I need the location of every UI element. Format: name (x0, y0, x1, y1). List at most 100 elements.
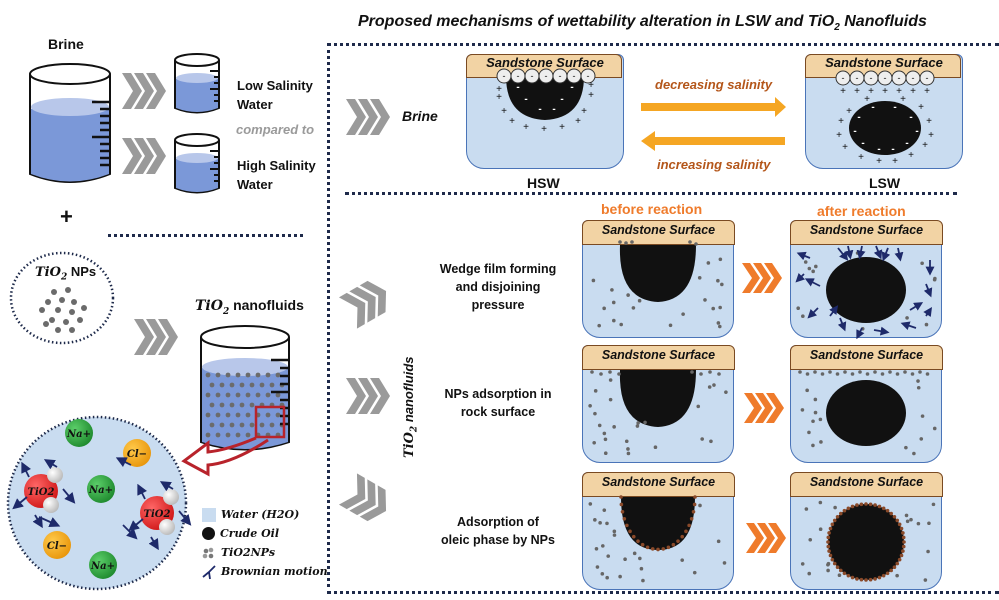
row-label-line: Wedge film forming (439, 262, 557, 276)
nanoparticle (225, 432, 231, 438)
adsorbed-nanoparticle (671, 542, 676, 547)
nanoparticle (605, 575, 609, 580)
nanoparticle (593, 411, 597, 416)
nanoparticle (209, 402, 215, 408)
charge-sign: - (853, 126, 856, 137)
nanoparticle (597, 423, 602, 428)
charge-sign: + (922, 140, 928, 151)
brownian-arrow (900, 321, 917, 330)
nanoparticle (81, 305, 87, 311)
chevron-right-icon (346, 378, 390, 414)
nanoparticle (692, 570, 697, 575)
nanoparticle (275, 372, 281, 378)
nanoparticle (803, 260, 808, 264)
nanoparticle (638, 556, 642, 561)
adsorbed-nanoparticle (925, 372, 930, 376)
adsorbed-nanoparticle (661, 547, 666, 551)
brownian-arrow (909, 302, 924, 311)
nanoparticle (630, 240, 634, 244)
adsorbed-nanoparticle (625, 523, 629, 528)
adsorbed-nanoparticle (691, 509, 696, 514)
nanoparticle (643, 420, 647, 425)
cell-graphic (795, 245, 937, 340)
nanoparticle (45, 299, 51, 305)
charge-sign: + (858, 152, 864, 163)
adsorbed-nanoparticle (620, 509, 625, 514)
arrow-left-icon (641, 131, 785, 151)
sandstone-surface (790, 220, 943, 245)
adsorbed-nanoparticle (835, 372, 840, 376)
nanoparticle (63, 319, 69, 325)
nanoparticle (603, 451, 608, 456)
adsorbed-nanoparticle (692, 502, 697, 507)
adsorbed-nanoparticle (877, 504, 882, 509)
nanoparticle (916, 385, 921, 390)
nanoparticle (807, 430, 811, 435)
adsorbed-nanoparticle (835, 515, 840, 519)
adsorbed-nanoparticle (687, 523, 691, 528)
brownian-arrow (795, 272, 806, 283)
charge-sign: - (552, 104, 555, 115)
sandstone-surface (582, 345, 735, 370)
nanoparticle (639, 566, 644, 571)
nanoparticle (796, 306, 800, 310)
adsorbed-nanoparticle (835, 565, 840, 569)
nanoparticle (205, 392, 211, 398)
adsorbed-nanoparticle (830, 557, 835, 562)
nanoparticle (245, 412, 251, 418)
nanoparticle (69, 309, 75, 315)
hsw-oil-droplet: -------------+++++++++++ (496, 68, 596, 135)
nanoparticle (77, 317, 83, 323)
chevron-right-icon (122, 138, 166, 174)
nanoparticle (833, 505, 837, 510)
brownian-arrow (21, 461, 32, 478)
adsorbed-nanoparticle (880, 372, 885, 376)
ion-label: Cl− (47, 541, 67, 552)
row-label-wedge-film: Wedge film forming and disjoining pressu… (428, 260, 568, 314)
plus-sign: + (60, 204, 73, 229)
adsorbed-nanoparticle (680, 534, 685, 539)
adsorbed-nanoparticle (676, 539, 680, 543)
adsorbed-nanoparticle (885, 508, 890, 513)
title-text: Proposed mechanisms of wettability alter… (358, 13, 835, 30)
nanoparticle (800, 408, 805, 412)
nanoparticle (624, 241, 628, 245)
nanoparticle (209, 382, 215, 388)
adsorbed-nanoparticle (805, 372, 810, 376)
ion-titanium-dioxide: TiO2 (12, 459, 76, 529)
brownian-arrow (829, 305, 839, 317)
nanoparticle (624, 439, 629, 444)
adsorbed-nanoparticle (640, 542, 645, 547)
high-salinity-beaker (174, 133, 220, 194)
water-swatch-icon (202, 507, 216, 522)
brine-beaker (29, 63, 111, 183)
nanoparticle (205, 372, 211, 378)
crude-oil-droplet (621, 497, 695, 550)
adsorbed-nanoparticle (636, 539, 640, 543)
nanoparticle (718, 324, 722, 329)
sandstone-label: Sandstone Surface (601, 223, 716, 237)
nps-label-sub: 2 (60, 272, 68, 283)
hydrogen-atom (163, 489, 179, 505)
brownian-arrow (837, 247, 849, 261)
nanoparticle (818, 527, 823, 532)
nanoparticle (626, 293, 630, 297)
crude-oil-icon (202, 527, 215, 540)
nanoparticle (205, 412, 211, 418)
nanoparticle (804, 507, 809, 511)
brownian-arrow (148, 536, 159, 551)
sandstone-label: Sandstone Surface (486, 55, 604, 70)
legend-label: Brownian motion (221, 565, 328, 578)
nanoparticle (215, 432, 221, 438)
nanoparticle (712, 383, 716, 387)
charge-sign: - (856, 73, 859, 83)
nanoparticle (235, 432, 241, 438)
nanoparticle (209, 422, 215, 428)
nanoparticle (703, 298, 707, 302)
row-label-line: Adsorption of (457, 515, 539, 529)
nanoparticle (826, 561, 831, 566)
nanoparticle (602, 431, 607, 436)
nanoparticle (229, 382, 235, 388)
charge-sign: + (926, 116, 932, 127)
nanoparticle (932, 426, 937, 431)
